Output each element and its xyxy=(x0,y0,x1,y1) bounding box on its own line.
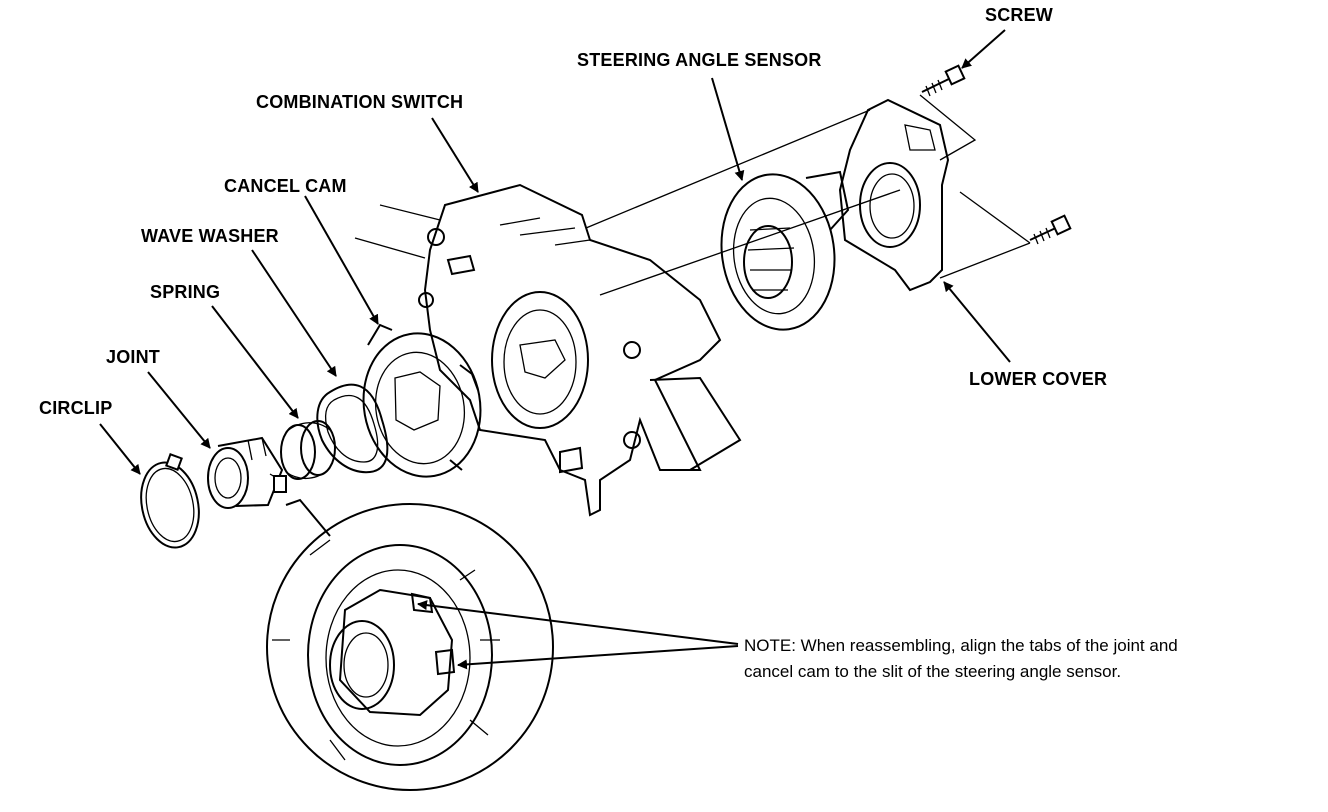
combination-switch-part xyxy=(418,183,742,517)
joint-part xyxy=(207,436,287,509)
label-spring: SPRING xyxy=(150,282,221,302)
cancel-cam-part xyxy=(362,323,482,478)
screw-top xyxy=(921,64,966,97)
lower-cover-part xyxy=(838,98,950,292)
label-screw: SCREW xyxy=(985,5,1053,25)
steering-angle-sensor-part xyxy=(720,170,850,331)
label-combination-switch: COMBINATION SWITCH xyxy=(256,92,464,112)
label-circlip: CIRCLIP xyxy=(39,398,113,418)
reassembly-note: NOTE: When reassembling, align the tabs … xyxy=(744,633,1178,685)
label-lower-cover: LOWER COVER xyxy=(969,369,1108,389)
assembly-lines xyxy=(354,94,1031,296)
note-line-1: NOTE: When reassembling, align the tabs … xyxy=(744,636,1178,655)
label-joint: JOINT xyxy=(106,347,161,367)
label-wave-washer: WAVE WASHER xyxy=(141,226,279,246)
label-cancel-cam: CANCEL CAM xyxy=(224,176,347,196)
label-steering-angle-sensor: STEERING ANGLE SENSOR xyxy=(577,50,822,70)
screw-bottom xyxy=(1029,214,1072,245)
note-line-2: cancel cam to the slit of the steering a… xyxy=(744,662,1122,681)
detail-view xyxy=(266,498,554,791)
leaders xyxy=(99,29,1011,670)
circlip-part xyxy=(140,453,200,549)
